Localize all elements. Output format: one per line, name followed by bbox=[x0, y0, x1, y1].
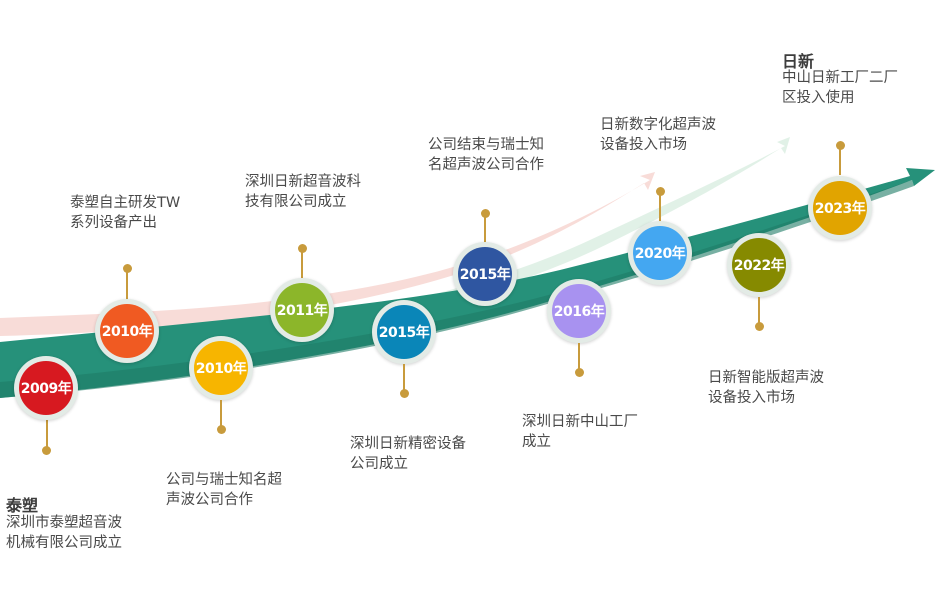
caption-2015a: 深圳日新精密设备 公司成立 bbox=[350, 436, 466, 472]
milestone-2022: 2022年 bbox=[727, 233, 791, 297]
growth-band-shade bbox=[0, 180, 914, 398]
stem-2022 bbox=[758, 297, 760, 325]
milestone-2016: 2016年 bbox=[547, 279, 611, 343]
stem-2010a bbox=[126, 270, 128, 300]
stem-dot-2015a bbox=[400, 389, 409, 398]
caption-2010b: 公司与瑞士知名超 声波公司合作 bbox=[166, 472, 282, 508]
milestone-2010a-label: 2010年 bbox=[100, 304, 154, 358]
milestone-2020: 2020年 bbox=[628, 221, 692, 285]
stem-dot-2011 bbox=[298, 244, 307, 253]
stem-dot-2022 bbox=[755, 322, 764, 331]
caption-2015b: 公司结束与瑞士知 名超声波公司合作 bbox=[428, 137, 544, 173]
stem-2023 bbox=[839, 147, 841, 175]
caption-2009-title: 泰塑 bbox=[6, 496, 39, 515]
milestone-2009: 2009年 bbox=[14, 356, 78, 420]
stem-2016 bbox=[578, 343, 580, 369]
stem-2010b bbox=[220, 400, 222, 428]
stem-2011 bbox=[301, 250, 303, 278]
stem-2009 bbox=[46, 420, 48, 450]
stem-dot-2020 bbox=[656, 187, 665, 196]
caption-2016: 深圳日新中山工厂 成立 bbox=[522, 414, 638, 450]
milestone-2010b-label: 2010年 bbox=[194, 341, 248, 395]
milestone-2015a-label: 2015年 bbox=[377, 305, 431, 359]
stem-dot-2010b bbox=[217, 425, 226, 434]
caption-2011: 深圳日新超音波科 技有限公司成立 bbox=[245, 174, 361, 210]
caption-2020: 日新数字化超声波 设备投入市场 bbox=[600, 117, 716, 153]
milestone-2010a: 2010年 bbox=[95, 299, 159, 363]
milestone-2016-label: 2016年 bbox=[552, 284, 606, 338]
caption-2010a: 泰塑自主研发TW 系列设备产出 bbox=[70, 195, 181, 231]
stem-dot-2016 bbox=[575, 368, 584, 377]
stem-dot-2009 bbox=[42, 446, 51, 455]
milestone-2011: 2011年 bbox=[270, 278, 334, 342]
milestone-2011-label: 2011年 bbox=[275, 283, 329, 337]
stem-dot-2015b bbox=[481, 209, 490, 218]
milestone-2015a: 2015年 bbox=[372, 300, 436, 364]
milestone-2023: 2023年 bbox=[808, 176, 872, 240]
milestone-2010b: 2010年 bbox=[189, 336, 253, 400]
caption-2009: 深圳市泰塑超音波 机械有限公司成立 bbox=[6, 515, 122, 551]
stem-dot-2010a bbox=[123, 264, 132, 273]
caption-2023: 中山日新工厂二厂 区投入使用 bbox=[782, 70, 898, 106]
stem-dot-2023 bbox=[836, 141, 845, 150]
caption-2022: 日新智能版超声波 设备投入市场 bbox=[708, 370, 824, 406]
milestone-2009-label: 2009年 bbox=[19, 361, 73, 415]
milestone-2023-label: 2023年 bbox=[813, 181, 867, 235]
milestone-2015b: 2015年 bbox=[453, 242, 517, 306]
milestone-2020-label: 2020年 bbox=[633, 226, 687, 280]
caption-2023-title: 日新 bbox=[782, 52, 815, 71]
stem-2015b bbox=[484, 215, 486, 243]
stem-2020 bbox=[659, 193, 661, 221]
milestone-2015b-label: 2015年 bbox=[458, 247, 512, 301]
milestone-2022-label: 2022年 bbox=[732, 238, 786, 292]
stem-2015a bbox=[403, 364, 405, 392]
